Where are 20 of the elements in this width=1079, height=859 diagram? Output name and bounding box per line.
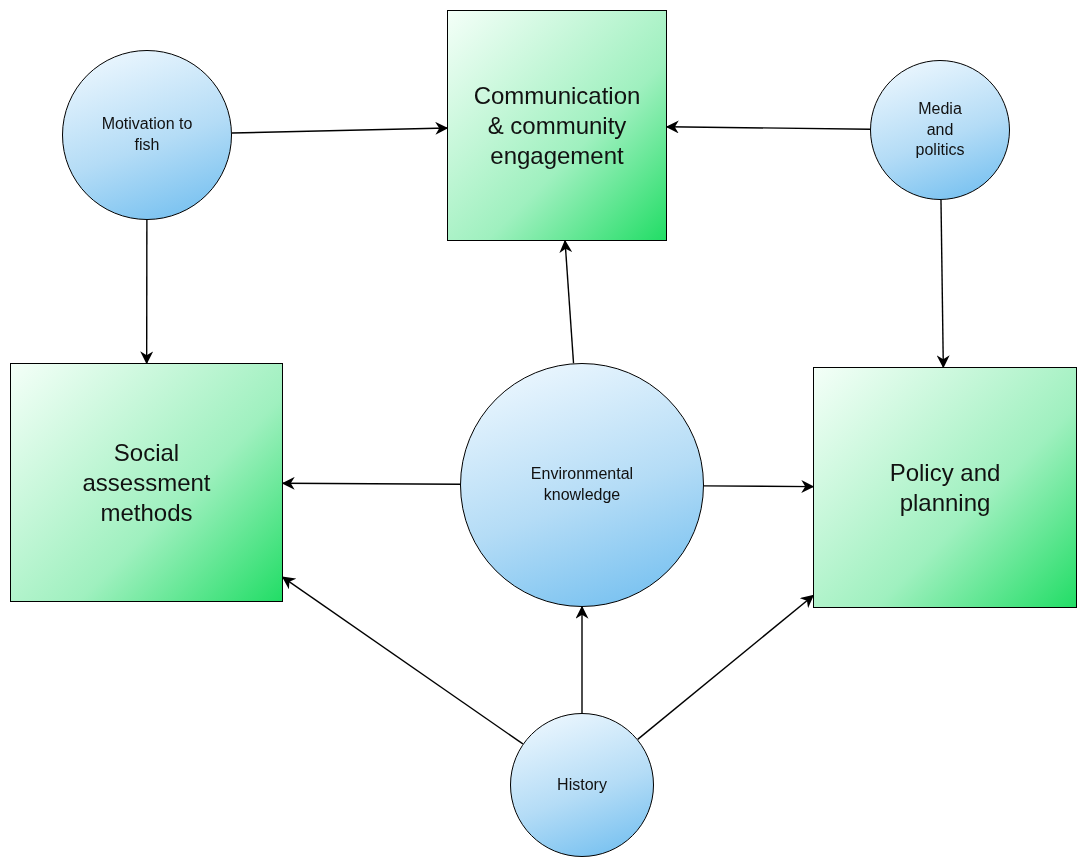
- concept-box: [447, 10, 667, 241]
- node-label: Media and politics: [914, 98, 966, 161]
- arrow: [665, 120, 871, 134]
- node-label: Policy and planning: [888, 457, 1002, 518]
- node-label: Environmental knowledge: [529, 464, 635, 505]
- concept-box: [813, 367, 1077, 608]
- arrow: [281, 576, 524, 745]
- arrow: [231, 121, 449, 135]
- arrow: [637, 594, 814, 741]
- arrow: [703, 480, 815, 493]
- node-label: Social assessment methods: [81, 437, 212, 528]
- arrow: [140, 219, 154, 365]
- arrow: [559, 239, 575, 364]
- concept-box: [10, 363, 283, 602]
- arrow: [575, 605, 589, 714]
- node-label: Motivation to fish: [100, 114, 194, 155]
- arrow: [281, 476, 461, 490]
- arrow: [936, 199, 950, 369]
- node-label: Communication & community engagement: [473, 80, 641, 171]
- node-label: History: [557, 774, 607, 795]
